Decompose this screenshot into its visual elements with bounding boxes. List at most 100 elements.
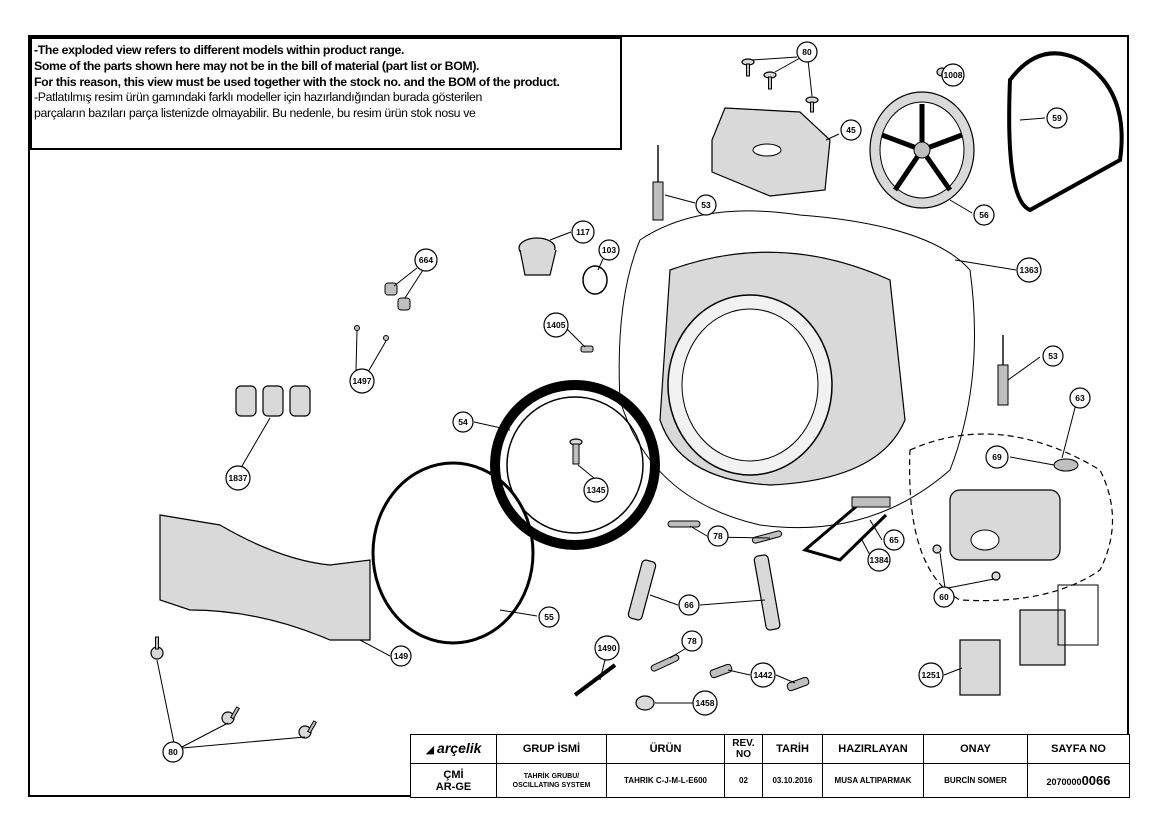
callout-1405: 1405	[543, 312, 569, 338]
svg-text:53: 53	[701, 200, 711, 210]
clamp-shape	[582, 265, 608, 295]
svg-text:78: 78	[713, 531, 723, 541]
svg-text:1837: 1837	[229, 473, 248, 483]
screw-parts-bottom	[150, 636, 318, 739]
header-rev: REV. NO	[724, 734, 763, 764]
callout-65: 65	[883, 529, 905, 551]
motor-shape	[949, 458, 1079, 561]
logo-mark-icon: ◢	[425, 744, 435, 756]
brand-logo: ◢arçelik	[410, 734, 497, 764]
svg-text:1251: 1251	[922, 670, 941, 680]
svg-text:56: 56	[979, 210, 989, 220]
group-line-1: TAHRİK GRUBU/	[523, 772, 580, 780]
callout-1251: 1251	[918, 662, 944, 688]
callout-78-lower: 78	[681, 630, 703, 652]
approved-value: BURCİN SOMER	[923, 763, 1028, 798]
callout-53-upper: 53	[695, 194, 717, 216]
svg-text:1384: 1384	[870, 555, 889, 565]
callout-78-upper: 78	[707, 525, 729, 547]
part-1490-shape	[573, 663, 617, 697]
callout-149: 149	[390, 645, 412, 667]
base-shape	[159, 514, 371, 641]
callout-69: 69	[985, 445, 1009, 469]
callout-54: 54	[452, 411, 474, 433]
logo-text: arçelik	[437, 740, 482, 756]
callout-80-bottom: 80	[162, 741, 184, 763]
spring-shape-right	[997, 335, 1009, 406]
part-60-shape	[932, 544, 1001, 581]
leader-lines	[156, 56, 1077, 749]
svg-text:1363: 1363	[1020, 265, 1039, 275]
svg-text:117: 117	[576, 227, 590, 237]
sheet-suffix: 0066	[1081, 773, 1111, 788]
spring-shape-upper	[652, 145, 664, 221]
tub-shape	[659, 251, 906, 486]
svg-text:1490: 1490	[598, 643, 617, 653]
callout-1497: 1497	[349, 368, 375, 394]
svg-text:80: 80	[802, 47, 812, 57]
svg-text:1442: 1442	[754, 670, 773, 680]
group-line-2: OSCILLATING SYSTEM	[512, 781, 591, 789]
svg-text:78: 78	[687, 636, 697, 646]
heater-shape	[801, 496, 891, 562]
pulley-shape	[869, 91, 975, 209]
svg-text:1458: 1458	[696, 698, 715, 708]
part-1345-shape	[569, 438, 583, 465]
notice-line-1: -The exploded view refers to different m…	[34, 43, 405, 57]
svg-text:1497: 1497	[353, 376, 372, 386]
header-date: TARİH	[762, 734, 823, 764]
motor-assembly-outline	[908, 433, 1113, 602]
callout-1442: 1442	[750, 662, 776, 688]
callout-45: 45	[840, 119, 862, 141]
svg-text:80: 80	[168, 747, 178, 757]
callout-63: 63	[1069, 387, 1091, 409]
svg-text:55: 55	[544, 612, 554, 622]
part-1442-shape	[709, 663, 810, 692]
callout-66: 66	[678, 594, 700, 616]
notice-line-2: Some of the parts shown here may not be …	[34, 58, 480, 73]
callout-53-right: 53	[1042, 345, 1064, 367]
svg-text:59: 59	[1052, 113, 1062, 123]
svg-text:1345: 1345	[587, 485, 606, 495]
department-line-2: AR-GE	[435, 780, 472, 793]
callout-59: 59	[1046, 107, 1068, 129]
svg-text:53: 53	[1048, 351, 1058, 361]
svg-text:65: 65	[889, 535, 899, 545]
svg-text:54: 54	[458, 417, 468, 427]
department: ÇMİ AR-GE	[410, 763, 497, 798]
part-1497-shape	[354, 325, 389, 341]
rev-value: 02	[724, 763, 763, 798]
shock-absorber-shape	[627, 554, 781, 631]
title-block: ◢arçelik GRUP İSMİ ÜRÜN REV. NO TARİH HA…	[410, 734, 1130, 798]
prepared-value: MUSA ALTIPARMAK	[822, 763, 924, 798]
part-78-shape-upper	[667, 520, 783, 544]
callout-664: 664	[414, 248, 438, 272]
department-line-1: ÇMİ	[443, 768, 464, 781]
gasket-shape	[371, 461, 535, 645]
front-ring-shape	[490, 380, 660, 550]
part-78-shape-lower	[650, 654, 680, 672]
svg-text:45: 45	[846, 125, 856, 135]
header-prepared: HAZIRLAYAN	[822, 734, 924, 764]
svg-text:103: 103	[602, 245, 616, 255]
callout-55: 55	[538, 606, 560, 628]
notice-line-4: -Patlatılmış resim ürün gamındaki farklı…	[34, 90, 482, 105]
sheet-number: 20700000066	[1027, 763, 1130, 798]
callout-103: 103	[598, 239, 620, 261]
group-name: TAHRİK GRUBU/ OSCILLATING SYSTEM	[496, 763, 607, 798]
callout-56: 56	[973, 204, 995, 226]
header-product: ÜRÜN	[606, 734, 725, 764]
counterweight-shape	[711, 107, 831, 197]
callout-1490: 1490	[594, 635, 620, 661]
callout-1458: 1458	[692, 690, 718, 716]
svg-text:149: 149	[394, 651, 408, 661]
disclaimer-notice: -The exploded view refers to different m…	[30, 37, 622, 150]
notice-line-3: For this reason, this view must be used …	[34, 74, 560, 89]
sheet-prefix: 2070000	[1046, 777, 1082, 787]
callout-1008: 1008	[941, 63, 965, 87]
callout-60: 60	[933, 586, 955, 608]
notice-line-5: parçaların bazıları parça listenizde olm…	[34, 106, 476, 121]
svg-text:63: 63	[1075, 393, 1085, 403]
date-value: 03.10.2016	[762, 763, 823, 798]
callout-117: 117	[571, 220, 595, 244]
